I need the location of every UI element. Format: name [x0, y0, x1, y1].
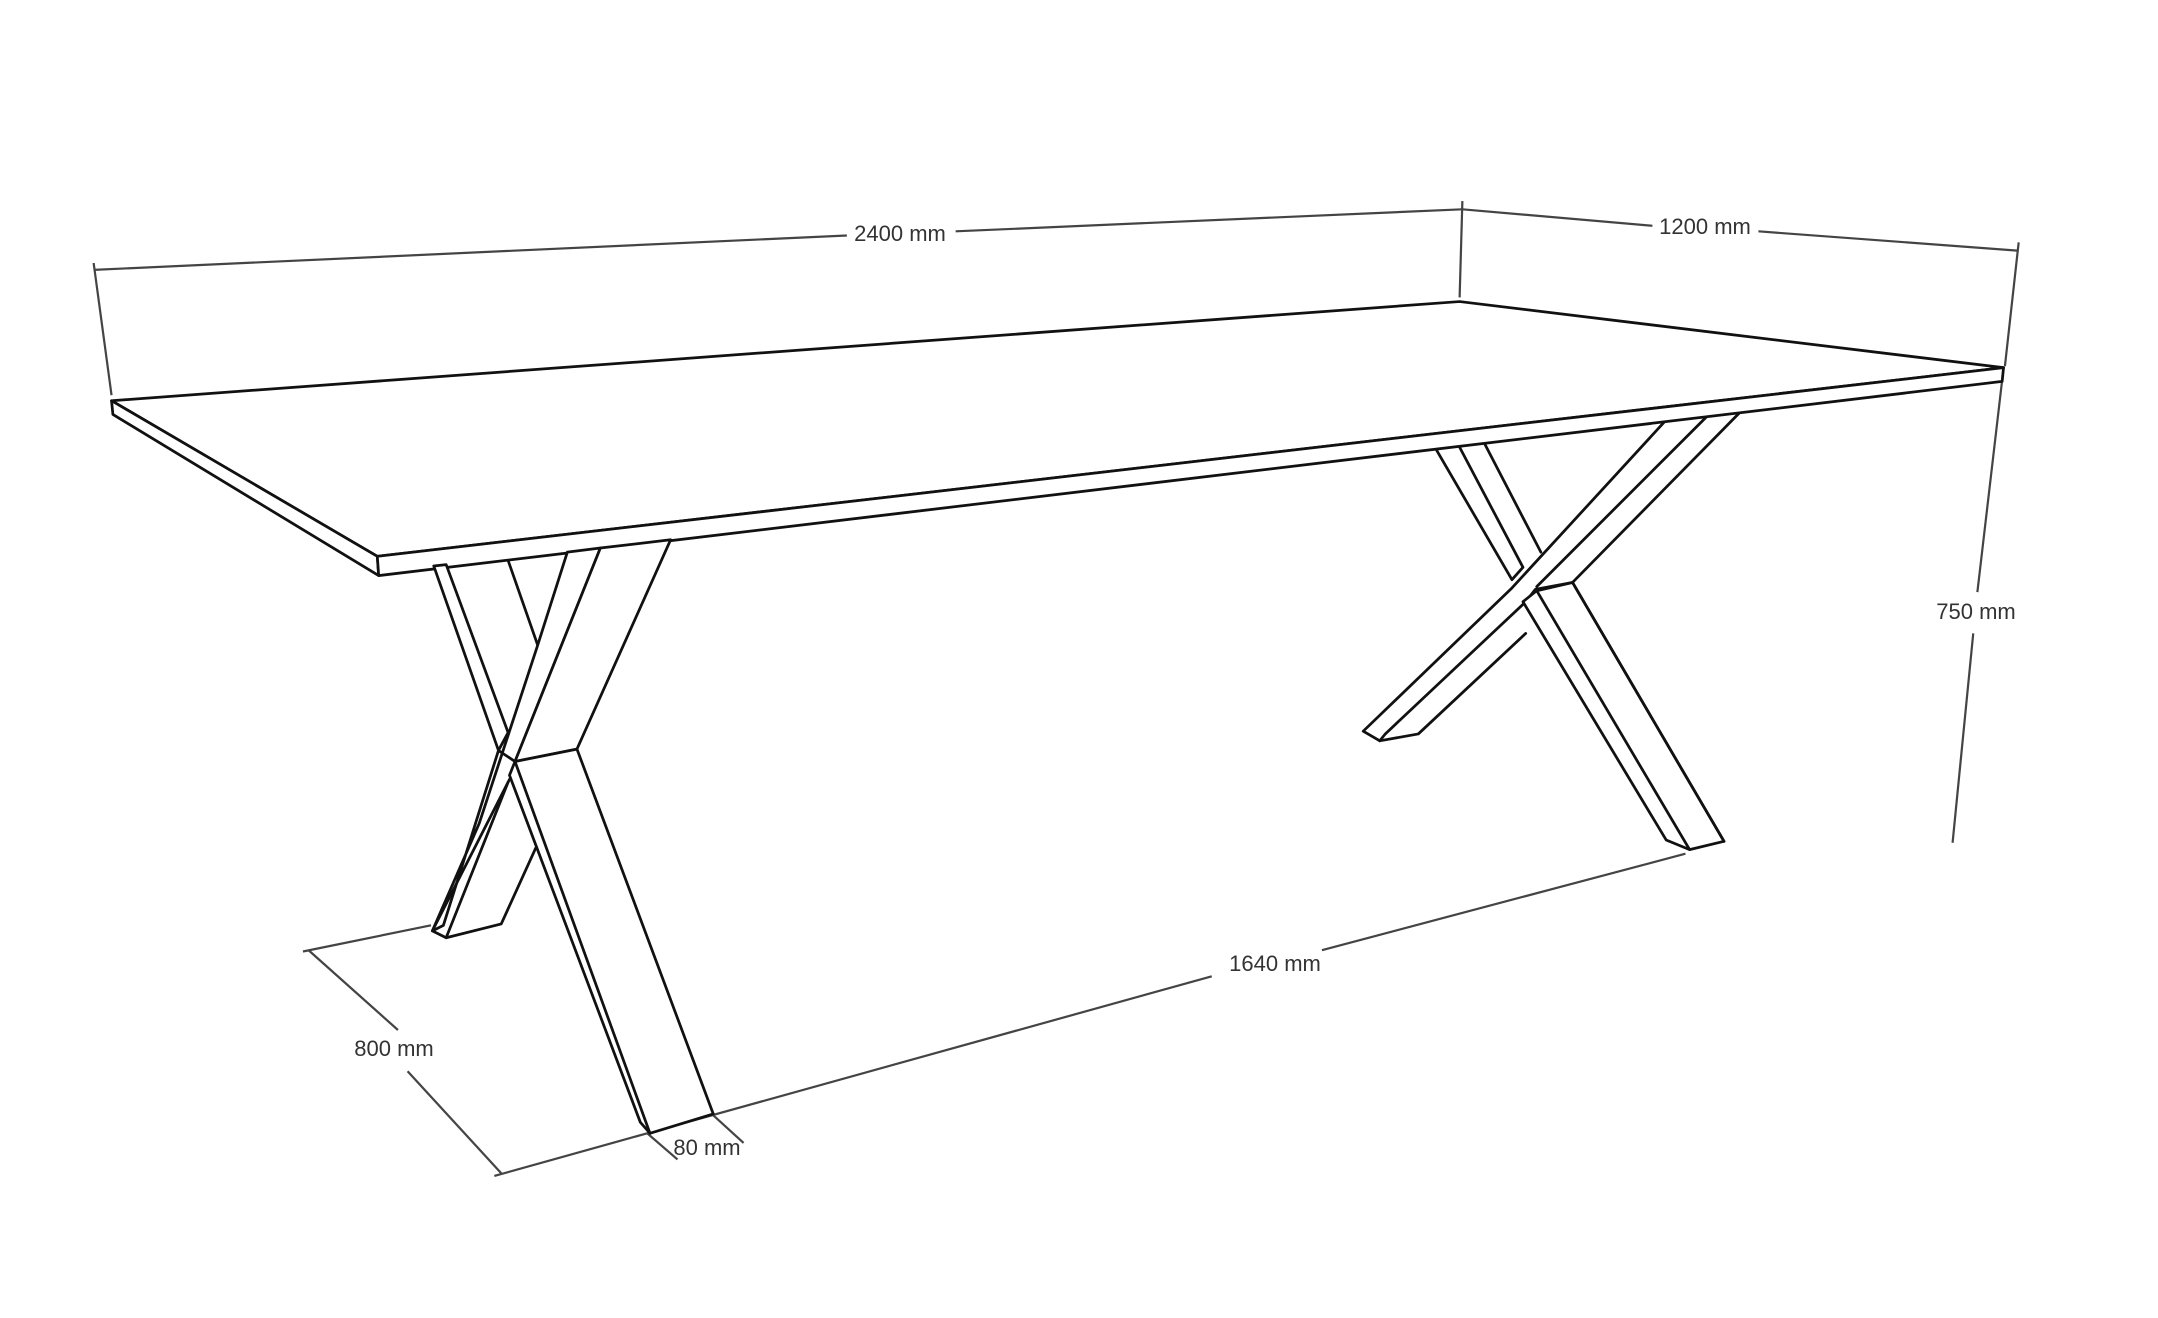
width-dimension-label: 1200 mm: [1656, 216, 1754, 238]
leg-span-dimension-label: 1640 mm: [1226, 953, 1324, 975]
height-dimension-label: 750 mm: [1933, 601, 2019, 623]
right-x-leg: [1361, 410, 1742, 851]
leg-depth-dimension-label: 800 mm: [351, 1038, 437, 1060]
dimension-lines: [92, 201, 2020, 1178]
length-dimension-label: 2400 mm: [851, 223, 949, 245]
left-x-leg: [431, 538, 715, 1135]
tabletop: [110, 300, 2005, 577]
leg-profile-dimension-label: 80 mm: [673, 1135, 741, 1160]
